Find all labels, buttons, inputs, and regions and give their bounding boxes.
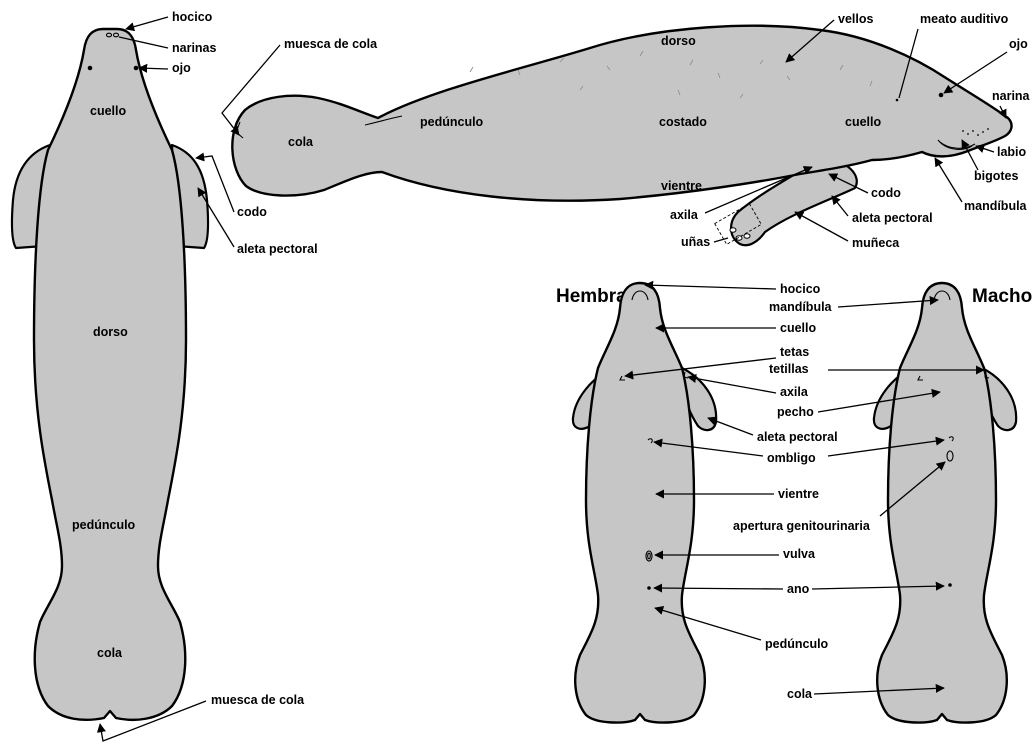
label-ear-opening: meato auditivo (920, 12, 1009, 26)
label-tail: cola (97, 646, 123, 660)
side-body-outline (232, 26, 1011, 201)
label-peduncle: pedúnculo (765, 637, 829, 651)
label-anus: ano (787, 582, 810, 596)
label-nostril: narina (992, 89, 1031, 103)
label-nails: uñas (681, 235, 710, 249)
label-tail: cola (288, 135, 314, 149)
label-wrist: muñeca (852, 236, 900, 250)
label-nostrils: narinas (172, 41, 217, 55)
label-navel: ombligo (767, 451, 816, 465)
label-whiskers: bigotes (974, 169, 1018, 183)
female-ventral (573, 283, 716, 723)
label-belly: vientre (661, 179, 702, 193)
female-title: Hembra (556, 286, 627, 307)
leader-eye (139, 68, 168, 69)
label-hairs: vellos (838, 12, 873, 26)
leader-wrist (795, 212, 848, 241)
label-pectoral-fin: aleta pectoral (237, 242, 318, 256)
label-elbow: codo (871, 186, 901, 200)
leader-eye (944, 52, 1007, 93)
leader-jaw (935, 158, 962, 202)
female-anus (647, 586, 651, 590)
label-lip: labio (997, 145, 1027, 159)
label-vulva: vulva (783, 547, 816, 561)
leader-nails (714, 238, 728, 242)
label-tail-notch: muesca de cola (284, 37, 378, 51)
label-nipples: tetillas (769, 362, 809, 376)
label-genital-opening: apertura genitourinaria (733, 519, 871, 533)
dorsal-body-outline (34, 29, 186, 720)
side-view: cola pedúnculo dorso costado cuello vien… (222, 12, 1031, 250)
label-armpit: axila (670, 208, 699, 222)
male-anus (948, 583, 952, 587)
dorsal-left-eye (88, 66, 93, 71)
label-back: dorso (93, 325, 128, 339)
label-teats: tetas (780, 345, 809, 359)
label-tail: cola (787, 687, 813, 701)
label-back: dorso (661, 34, 696, 48)
label-jaw: mandíbula (769, 300, 833, 314)
label-chest: pecho (777, 405, 814, 419)
label-eye: ojo (1009, 37, 1028, 51)
label-armpit: axila (780, 385, 809, 399)
label-snout: hocico (172, 10, 213, 24)
label-peduncle: pedúnculo (72, 518, 136, 532)
leader-pectoral-fin (832, 196, 848, 216)
label-pectoral-fin: aleta pectoral (852, 211, 933, 225)
label-flank: costado (659, 115, 707, 129)
label-elbow: codo (237, 205, 267, 219)
label-neck: cuello (845, 115, 881, 129)
label-tail-notch: muesca de cola (211, 693, 305, 707)
label-pectoral-fin: aleta pectoral (757, 430, 838, 444)
leader-snout (126, 17, 168, 29)
side-ear-opening (896, 99, 899, 102)
ventral-views: Hembra Macho hocico m (556, 282, 1032, 723)
label-neck: cuello (90, 104, 126, 118)
male-title: Macho (972, 286, 1032, 307)
leader-lip (976, 146, 994, 152)
side-eye (939, 93, 944, 98)
label-neck: cuello (780, 321, 816, 335)
label-eye: ojo (172, 61, 191, 75)
dorsal-right-eye (134, 66, 139, 71)
label-belly: vientre (778, 487, 819, 501)
label-peduncle: pedúnculo (420, 115, 484, 129)
leader-snout (645, 285, 776, 289)
label-snout: hocico (780, 282, 821, 296)
label-jaw: mandíbula (964, 199, 1028, 213)
female-body-outline (575, 283, 705, 723)
